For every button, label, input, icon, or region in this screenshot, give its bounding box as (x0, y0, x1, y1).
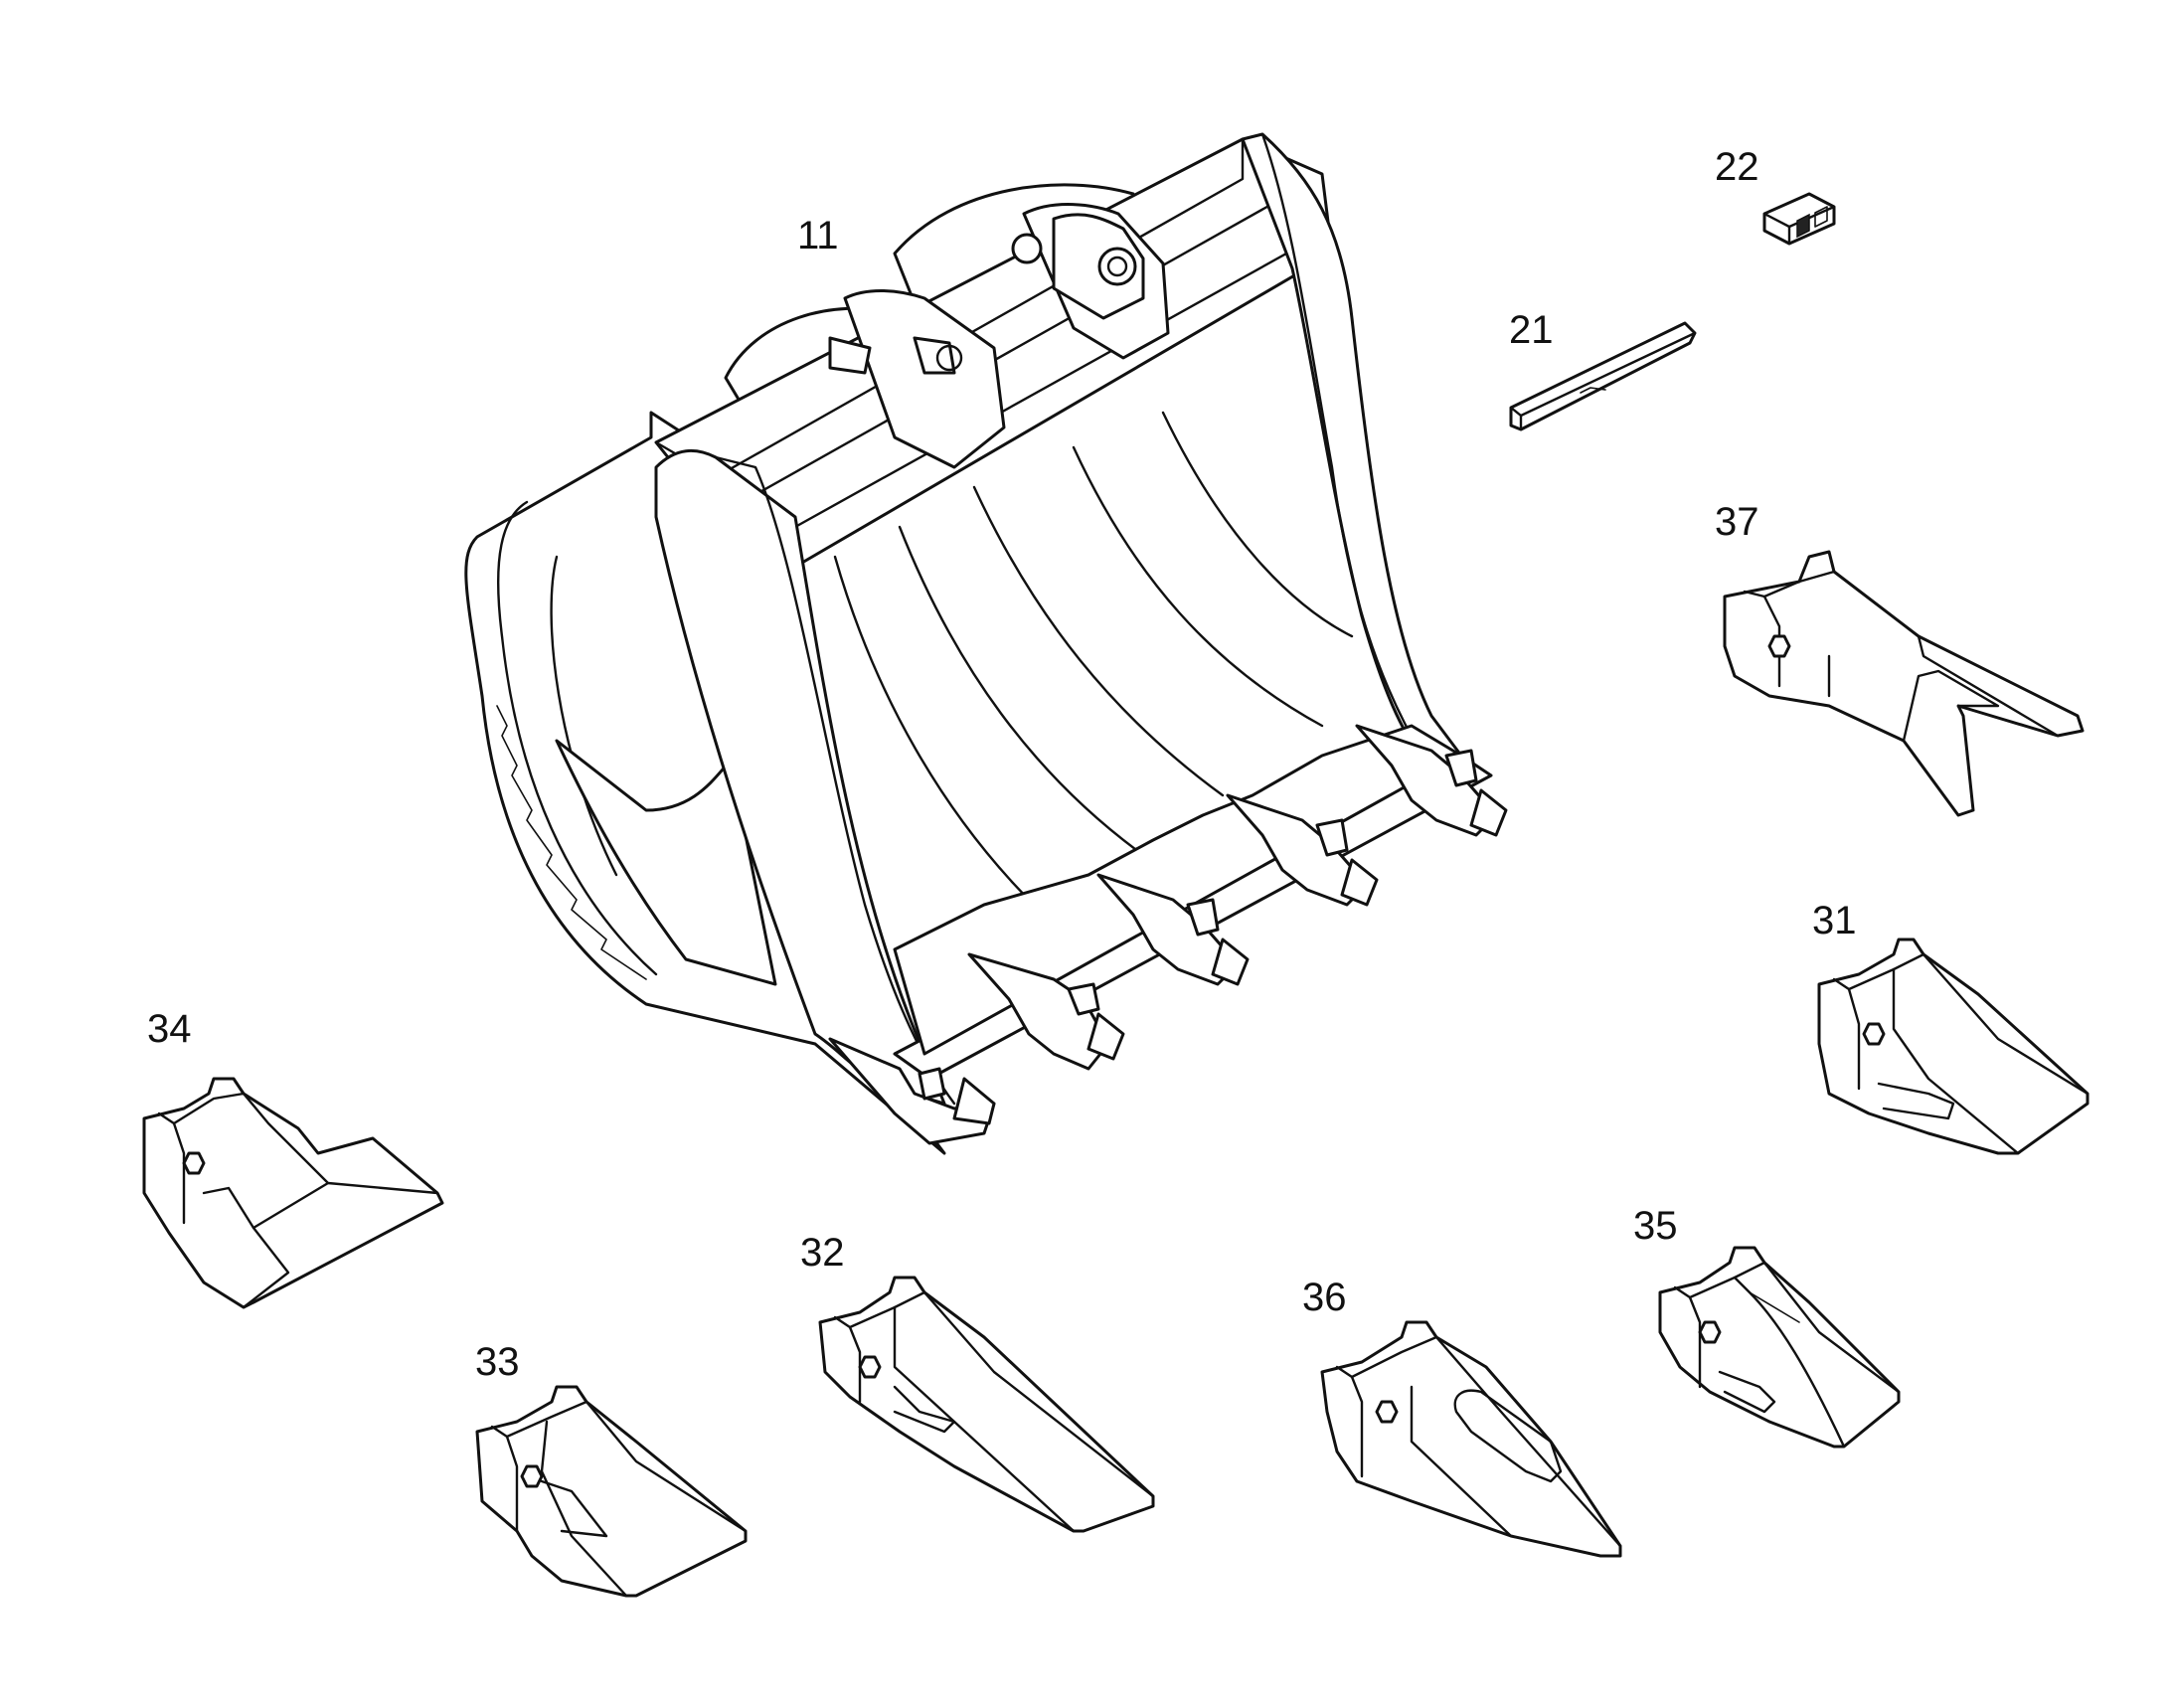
tooth-37-drawing (1723, 550, 2085, 817)
bucket-drawing (464, 132, 1508, 1155)
callout-label-37: 37 (1715, 500, 1759, 544)
callout-label-21: 21 (1509, 308, 1554, 352)
cap-drawing (1762, 192, 1836, 246)
callout-label-31: 31 (1812, 899, 1857, 942)
callout-label-33: 33 (475, 1340, 520, 1384)
tooth-34-drawing (142, 1077, 444, 1309)
tooth-32-drawing (818, 1276, 1155, 1533)
tooth-31-drawing (1817, 938, 2089, 1155)
callout-label-34: 34 (147, 1007, 192, 1051)
callout-label-22: 22 (1715, 145, 1759, 189)
tooth-36-drawing (1320, 1320, 1622, 1558)
callout-label-11: 11 (797, 214, 839, 257)
wear-strip-drawing (1509, 321, 1697, 431)
callout-label-35: 35 (1633, 1204, 1678, 1248)
callout-label-36: 36 (1302, 1276, 1347, 1319)
callout-label-32: 32 (800, 1231, 845, 1275)
tooth-35-drawing (1658, 1246, 1901, 1449)
tooth-33-drawing (475, 1385, 748, 1598)
